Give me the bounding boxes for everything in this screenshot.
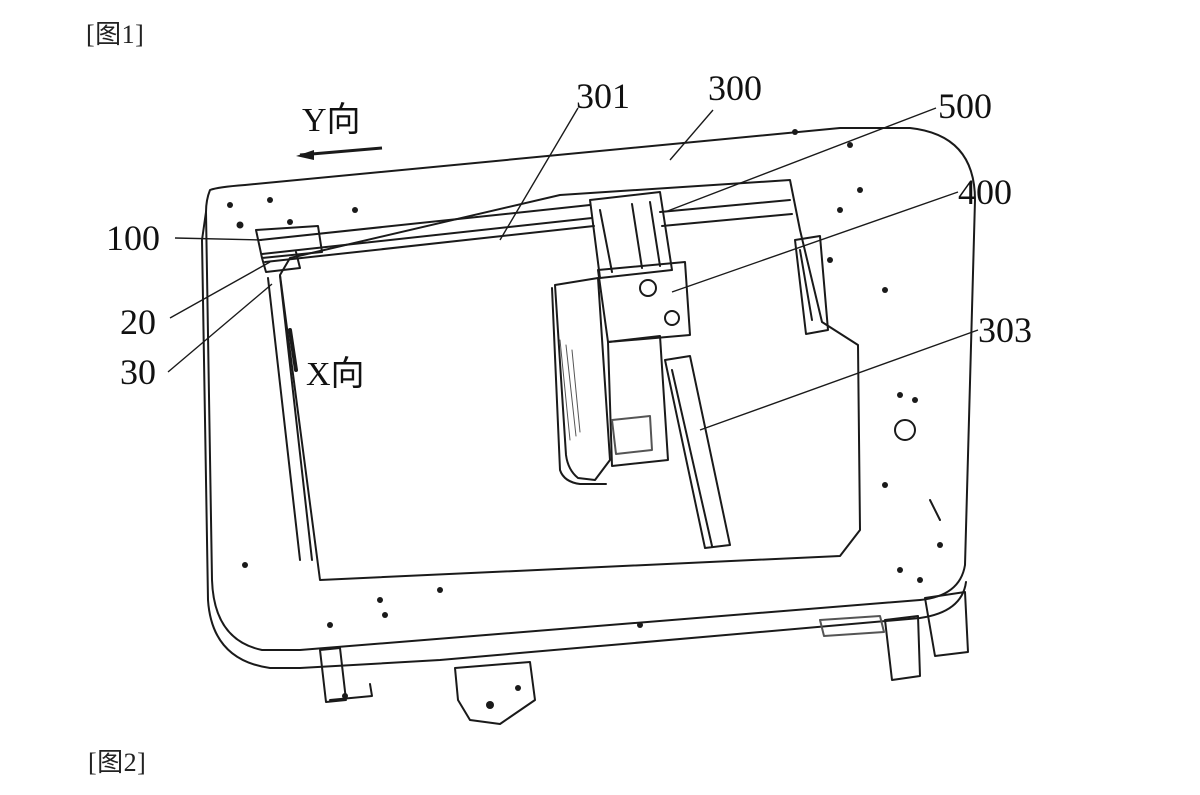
foot-center — [455, 662, 535, 724]
leader-300 — [670, 110, 713, 160]
x-direction-label: X向 — [306, 358, 365, 392]
leader-303 — [700, 330, 978, 430]
callout-20: 20 — [120, 304, 156, 340]
leader-30 — [168, 284, 272, 372]
foot-right — [885, 592, 968, 680]
laser-head — [555, 278, 610, 480]
callout-400: 400 — [958, 174, 1012, 210]
leader-20 — [170, 262, 270, 318]
callout-100: 100 — [106, 220, 160, 256]
rail-301-right — [660, 200, 792, 226]
y-direction-label: Y向 — [302, 104, 361, 138]
callout-500: 500 — [938, 88, 992, 124]
leader-100 — [175, 238, 262, 240]
callout-303: 303 — [978, 312, 1032, 348]
frame-bottom-edge — [300, 582, 966, 668]
callout-300: 300 — [708, 70, 762, 106]
callout-30: 30 — [120, 354, 156, 390]
right-bracket — [795, 236, 828, 334]
leader-500 — [665, 108, 936, 212]
callout-301: 301 — [576, 78, 630, 114]
beam-303 — [665, 356, 730, 548]
y-direction-arrow — [296, 148, 382, 160]
frame-left-edge — [202, 212, 300, 668]
